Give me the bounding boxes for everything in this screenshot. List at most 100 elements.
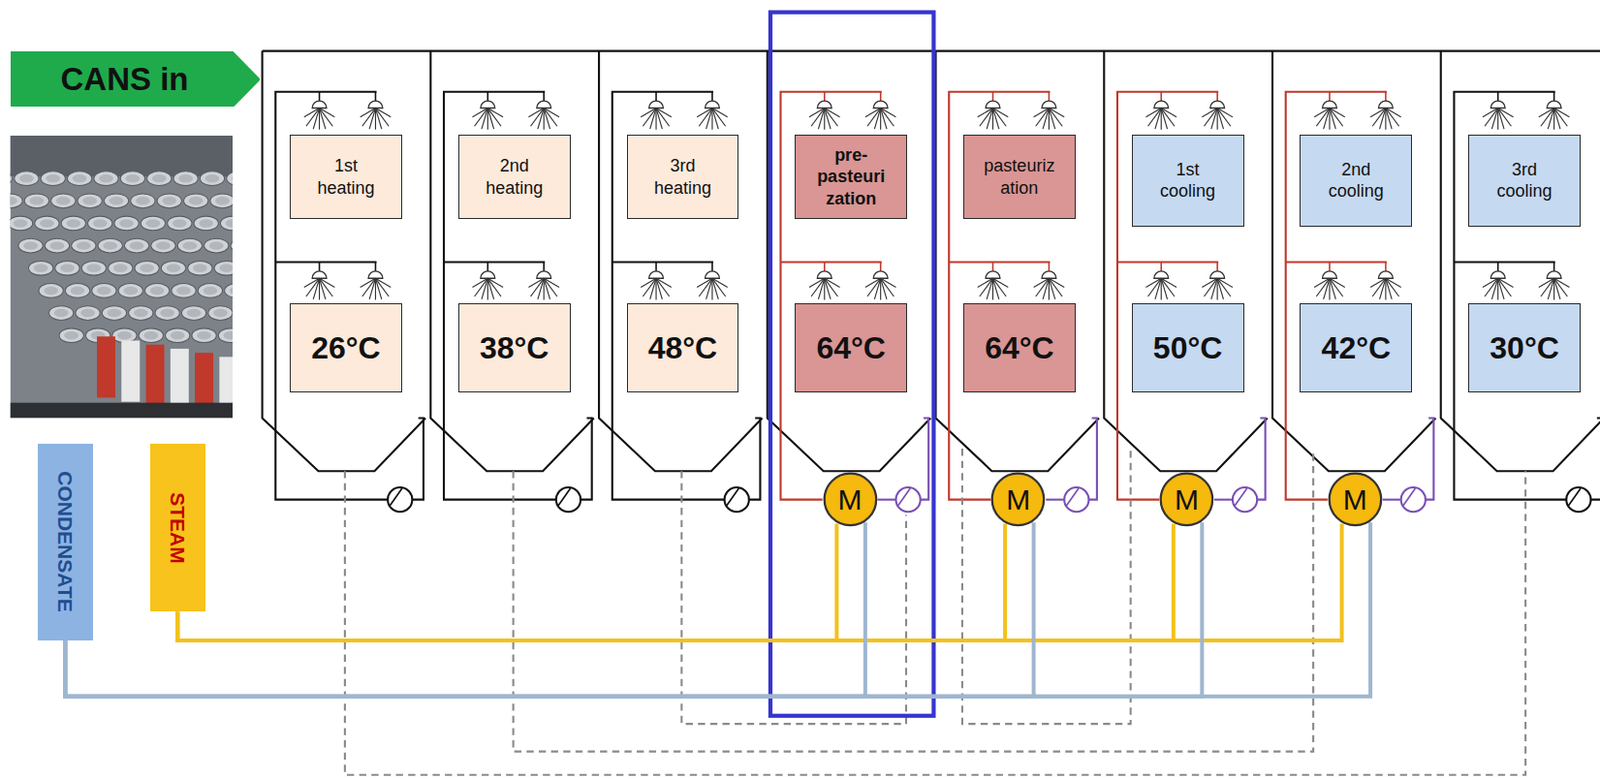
spray-ray — [1554, 108, 1569, 127]
can-top — [210, 193, 233, 209]
can-top — [44, 238, 69, 253]
spray-nozzle — [1482, 261, 1514, 300]
pump-symbol — [1566, 487, 1591, 512]
can-lid — [225, 219, 233, 227]
zone-name-box: 2nd cooling — [1299, 134, 1412, 227]
photo-ground — [10, 135, 234, 419]
spray-header — [1117, 260, 1219, 263]
can-label — [121, 340, 140, 402]
spray-ray — [656, 278, 672, 287]
spray-ray — [313, 278, 319, 300]
spray-ray — [986, 278, 993, 300]
can-lid — [170, 331, 186, 340]
zone-temperature-box: 26°C — [289, 303, 403, 394]
nozzle-head — [1041, 271, 1057, 279]
can-top — [114, 216, 139, 231]
zone-temperature: 50°C — [1153, 329, 1224, 367]
can-top — [61, 216, 86, 231]
spray-ray — [1498, 278, 1512, 297]
can-top — [10, 216, 33, 231]
can-top — [10, 171, 13, 187]
can-lid — [23, 241, 38, 250]
spray-ray — [1329, 278, 1346, 287]
can-top — [177, 238, 202, 253]
spray-ray — [369, 108, 376, 130]
zone-name-box: 2nd heating — [458, 134, 571, 220]
can-top — [224, 283, 233, 299]
spray-ray — [712, 278, 728, 287]
can-top — [219, 216, 233, 231]
spray-ray — [642, 108, 657, 127]
spray-nozzle — [304, 92, 336, 130]
transfer-line — [681, 470, 907, 724]
spray-nozzle — [528, 261, 560, 300]
spray-ray — [874, 108, 880, 130]
spray-ray — [979, 108, 994, 127]
spray-ray — [1048, 278, 1065, 287]
spray-ray — [712, 278, 726, 297]
can-top — [191, 328, 217, 344]
spray-ray — [375, 108, 389, 127]
spray-ray — [1048, 108, 1063, 127]
zone-name-box: 3rd cooling — [1468, 134, 1581, 227]
spray-ray — [1554, 108, 1570, 118]
spray-ray — [537, 278, 544, 300]
tank-outline — [936, 51, 1099, 472]
spray-ray — [1217, 108, 1231, 127]
can-top — [71, 238, 96, 253]
can-label — [96, 336, 116, 398]
spray-ray — [375, 278, 391, 287]
spray-ray — [1316, 278, 1330, 297]
spray-ray — [993, 108, 1007, 127]
can-top — [155, 306, 180, 321]
motor-fill — [823, 473, 876, 526]
zone-temperature: 30°C — [1489, 329, 1560, 367]
can-lid — [139, 264, 155, 273]
spray-nozzle — [304, 261, 336, 300]
can-top — [204, 238, 229, 253]
can-lid — [45, 174, 61, 183]
spray-ray — [656, 278, 670, 297]
can-lid — [117, 331, 132, 340]
can-top — [64, 283, 90, 299]
can-top — [173, 171, 198, 187]
spray-ray — [319, 108, 336, 118]
spray-ray — [1203, 278, 1218, 297]
condensate-bar: CONDENSATE — [37, 443, 94, 641]
spray-ray — [1217, 278, 1233, 287]
can-top — [128, 306, 154, 321]
nozzle-head — [368, 100, 383, 108]
can-lid — [80, 309, 95, 317]
transfer-line — [962, 448, 1131, 724]
can-lid — [192, 264, 208, 273]
nozzle-head — [873, 100, 888, 108]
photo-conveyor — [10, 403, 234, 419]
spray-ray — [362, 108, 377, 127]
can-lid — [125, 174, 141, 183]
zone-temperature-box: 64°C — [963, 303, 1076, 394]
spray-ray — [1385, 278, 1402, 287]
transfer-line — [513, 448, 1315, 753]
can-lid — [198, 219, 214, 227]
spray-ray — [306, 278, 320, 297]
can-lid — [129, 241, 145, 250]
can-lid — [107, 309, 123, 317]
nozzle-head — [312, 100, 327, 108]
spray-header — [443, 260, 545, 263]
spray-ray — [531, 278, 545, 297]
can-label — [170, 348, 189, 410]
heat-exchanger-motor: M — [990, 471, 1046, 528]
spray-header — [948, 260, 1050, 263]
can-top — [193, 216, 219, 231]
spray-nozzle — [809, 92, 841, 130]
spray-header — [1453, 260, 1555, 263]
can-top — [134, 260, 159, 276]
can-lid — [10, 196, 18, 205]
spray-ray — [1211, 278, 1218, 300]
zone-temperature-box: 30°C — [1468, 303, 1581, 394]
spray-ray — [531, 108, 545, 127]
can-top — [49, 306, 74, 321]
spray-ray — [1380, 278, 1386, 300]
spray-ray — [1160, 108, 1177, 118]
pump-pipe — [1214, 499, 1233, 502]
